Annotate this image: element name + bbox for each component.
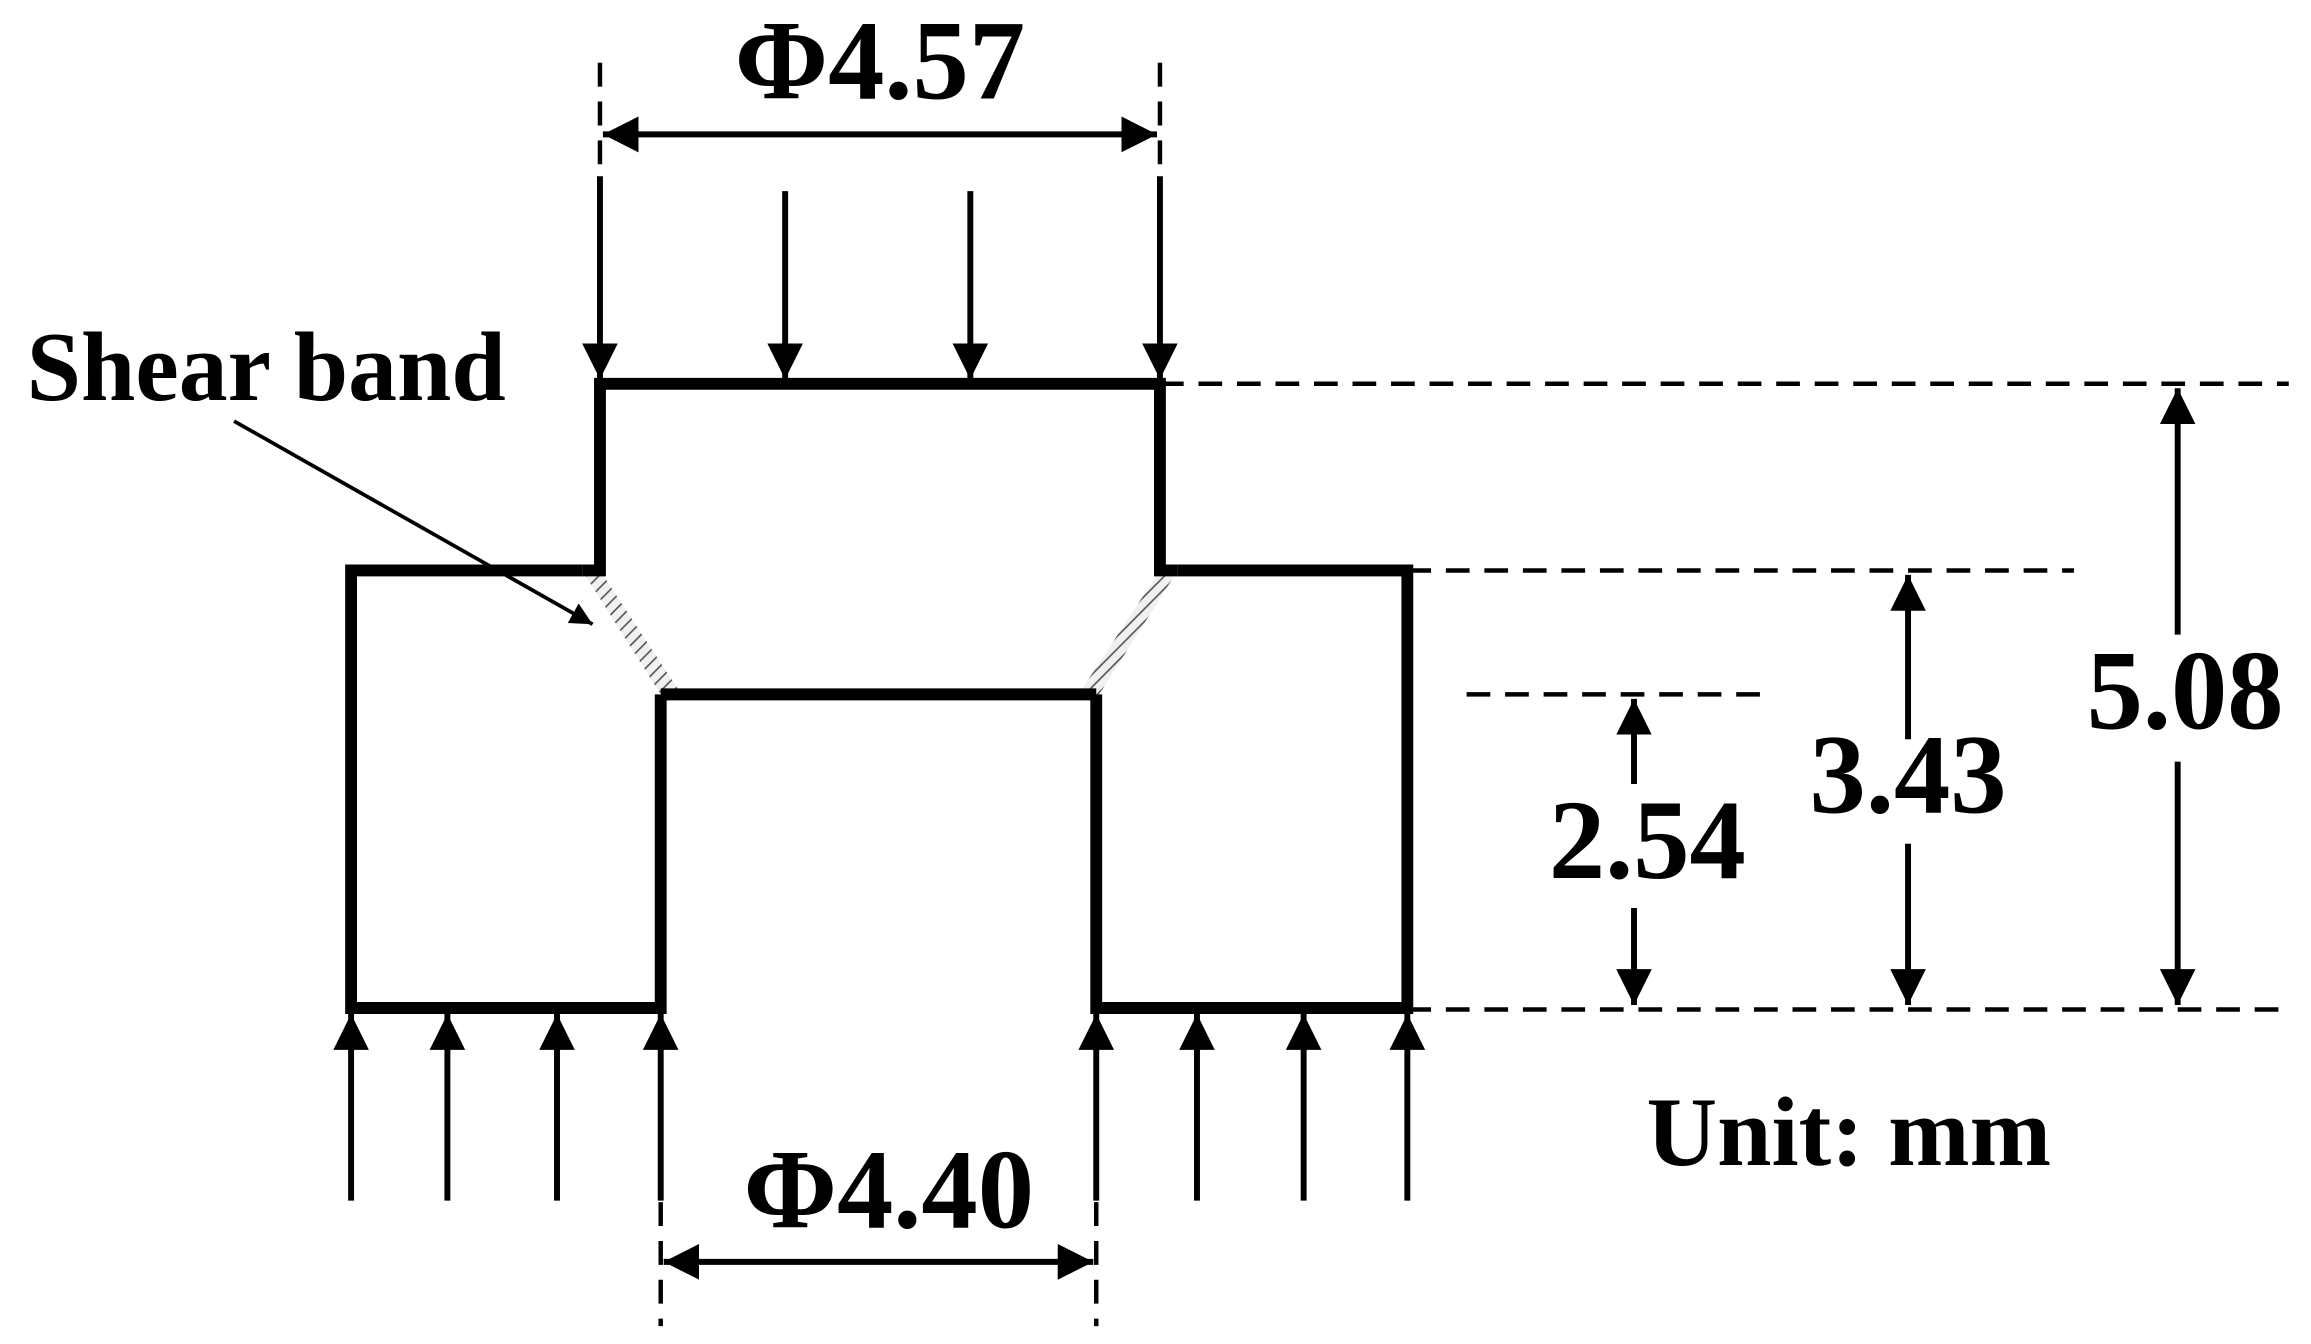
dimension-arrows [602,116,2196,1280]
bottom-diameter-label: Φ4.40 [744,1127,1034,1252]
height-lower-label: 2.54 [1549,778,1746,904]
unit-label: Unit: mm [1647,1078,2052,1186]
height-total-label: 5.08 [2087,628,2284,754]
specimen-outline [345,377,1414,1014]
shear-band-leader-line [233,419,594,626]
specimen-left-profile [582,377,1178,577]
bottom-support-arrows [333,1013,1426,1201]
shear-bands [582,570,1178,695]
shear-band-label: Shear band [27,314,506,422]
top-diameter-label: Φ4.57 [735,0,1025,124]
shear-band-left [582,570,682,695]
specimen-right-outer [1090,564,1414,1014]
shear-band-right [1078,570,1178,695]
height-mid-label: 3.43 [1810,712,2007,838]
top-load-arrows [582,176,1178,380]
specimen-left-outer [345,564,667,1014]
